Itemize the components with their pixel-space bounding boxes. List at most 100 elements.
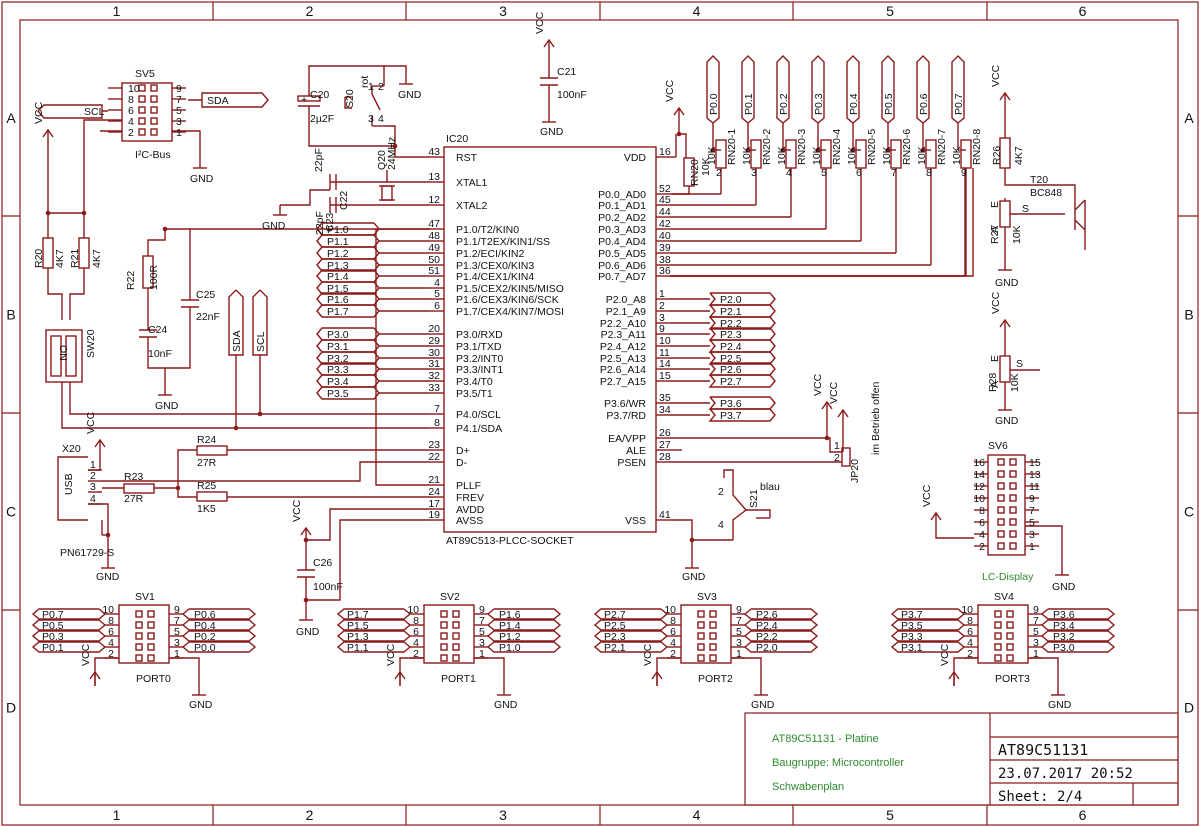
port-flag <box>316 386 380 400</box>
grid-column-label: 3 <box>499 3 507 19</box>
grid-row-label: A <box>1184 110 1194 126</box>
ic-pin-name: P1.2/ECI/KIN2 <box>456 248 524 260</box>
wire <box>371 93 381 111</box>
pin-number: 4 <box>979 529 985 541</box>
r27-value: 10K <box>1011 225 1023 244</box>
ic-pin-name: P4.0/SCL <box>456 409 501 421</box>
port-header-port: PORT0 <box>136 673 171 685</box>
pin-slot <box>147 632 155 640</box>
pin-slot <box>138 84 146 92</box>
port-header-name: SV4 <box>994 591 1014 603</box>
header-flag-label: P1.6 <box>499 609 521 621</box>
p0-flag-label: P0.2 <box>778 93 790 115</box>
pin-slot <box>138 117 146 125</box>
port-header-body <box>977 604 1029 664</box>
pin-slot <box>150 117 158 125</box>
pin-slot <box>452 654 460 662</box>
header-flag <box>31 608 107 620</box>
header-flag-label: P1.3 <box>347 631 369 643</box>
rn20-name: RN20-2 <box>761 129 773 165</box>
ic-pin-name: P1.5/CEX2/KIN5/MISO <box>456 283 564 295</box>
wire <box>69 268 85 320</box>
vcc-symbol <box>394 670 406 686</box>
r28-value: 10K <box>1009 373 1021 392</box>
t20-value: BC848 <box>1030 187 1062 199</box>
pin-number: 13 <box>1029 469 1041 481</box>
r27-s: S <box>1022 203 1029 215</box>
ic-pin-number: 33 <box>428 382 440 394</box>
ic-pin-number: 1 <box>659 288 665 300</box>
pin: 4 <box>378 113 384 125</box>
header-flag-label: P0.3 <box>42 631 64 643</box>
port-flag-label: P2.7 <box>720 376 742 388</box>
ic-pin-number: 43 <box>428 146 440 158</box>
pin-number: 4 <box>413 637 419 649</box>
c20-plus: + <box>301 94 307 106</box>
pin-number: 8 <box>670 615 676 627</box>
rn20-value: 10K <box>951 146 963 165</box>
pin-slot <box>452 632 460 640</box>
r24-value: 27R <box>197 457 217 469</box>
pin-slot <box>440 643 448 651</box>
gnd-label: GND <box>96 571 120 583</box>
c26-name: C26 <box>313 557 332 569</box>
vcc-label: VCC <box>80 643 92 666</box>
pin-number: 9 <box>176 83 182 95</box>
header-flag-label: P3.6 <box>1053 609 1075 621</box>
ic-pin-name: P3.5/T1 <box>456 388 493 400</box>
vcc-symbol <box>999 91 1011 107</box>
header-flag <box>890 619 966 631</box>
wire <box>308 65 385 96</box>
ic-pin-name: P3.1/TXD <box>456 341 502 353</box>
pin-slot <box>135 643 143 651</box>
r28-name: R28 <box>987 373 999 392</box>
port-header-body <box>423 604 475 664</box>
vcc-symbol <box>930 511 942 527</box>
pin-slot <box>1006 621 1014 629</box>
jp20-name: JP20 <box>849 459 861 483</box>
wire <box>102 461 430 482</box>
ic20-name: IC20 <box>446 133 468 145</box>
r21-body <box>78 237 90 269</box>
port-flag-label: P2.2 <box>720 318 742 330</box>
rn20-resistor <box>715 139 727 169</box>
junction <box>885 147 891 153</box>
gnd-label: GND <box>155 400 179 412</box>
header-flag <box>593 619 669 631</box>
rn20-pin: 7 <box>891 167 897 179</box>
header-flag-label: P3.4 <box>1053 620 1075 632</box>
p0-flag-label: P0.1 <box>743 93 755 115</box>
scl-flag <box>37 104 108 119</box>
r27-a: A <box>989 226 1001 233</box>
port-flag <box>708 408 776 422</box>
vcc-symbol <box>673 106 685 122</box>
rn20-pin: 3 <box>751 167 757 179</box>
c21-value: 100nF <box>557 89 587 101</box>
pin-slot <box>994 654 1002 662</box>
ic-pin-number: 23 <box>428 439 440 451</box>
s21-color: blau <box>760 481 780 493</box>
header-flag-label: P0.2 <box>194 631 216 643</box>
wire <box>384 125 430 158</box>
port-header-port: PORT2 <box>698 673 733 685</box>
ic-pin-name: P2.1_A9 <box>606 306 646 318</box>
pin-slot <box>135 654 143 662</box>
grid-column-label: 4 <box>693 3 701 19</box>
ic-pin-name: PLLF <box>456 480 481 492</box>
ic-pin-name: P0.4_AD4 <box>598 236 646 248</box>
header-flag-label: P1.4 <box>499 620 521 632</box>
title-author: Schwabenplan <box>772 781 844 793</box>
port-flag-label: P1.0 <box>327 224 349 236</box>
ic-pin-number: 34 <box>659 404 671 416</box>
title-name: AT89C51131 <box>998 741 1088 759</box>
grid-row-label: B <box>6 307 15 323</box>
grid-row-label: D <box>6 700 16 716</box>
grid-column-label: 5 <box>886 3 894 19</box>
header-flag-label: P3.5 <box>901 620 923 632</box>
pin-slot <box>440 654 448 662</box>
pin-slot <box>452 621 460 629</box>
pin-slot <box>1009 518 1017 526</box>
ic-pin-number: 6 <box>434 300 440 312</box>
header-flag-label: P1.0 <box>499 642 521 654</box>
